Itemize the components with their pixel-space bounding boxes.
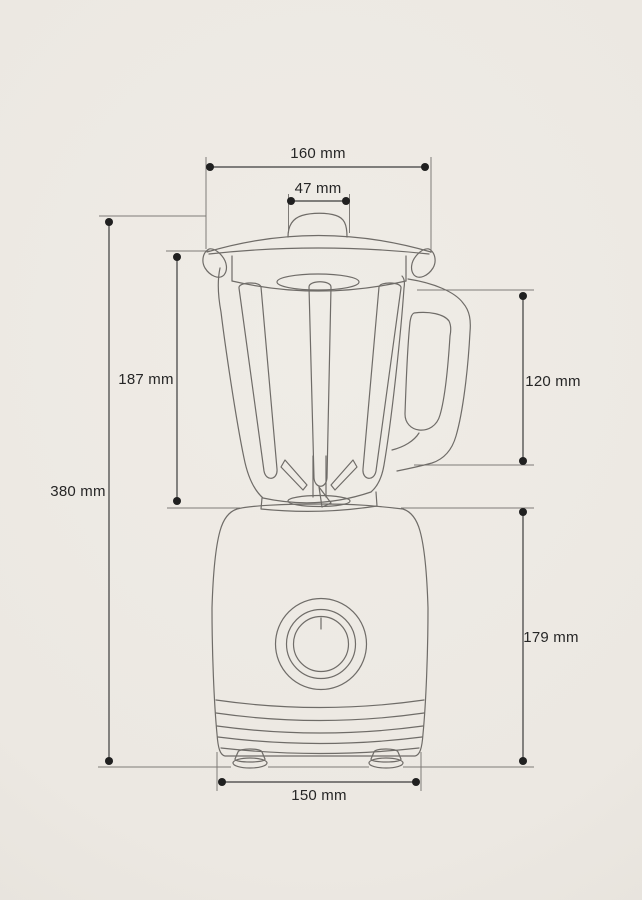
motor-base xyxy=(211,503,429,769)
knob-outer-ring xyxy=(274,597,368,691)
jar-body-outline xyxy=(217,267,405,504)
dimension-total-height xyxy=(105,218,113,765)
jar-rim-lower-arc xyxy=(231,280,407,292)
dimension-base-width xyxy=(218,778,420,786)
jar-rib-center xyxy=(308,281,332,487)
jar-rib-left xyxy=(238,282,278,479)
dim-label-handle-height: 120 mm xyxy=(525,373,580,390)
jar-collar xyxy=(260,491,378,512)
lid-top-arc xyxy=(206,234,432,253)
dim-label-jar-top-width: 160 mm xyxy=(290,145,345,162)
jar-rib-right xyxy=(362,282,402,479)
lid-bottom-arc xyxy=(208,247,430,255)
lid-rim-right-cap xyxy=(410,248,436,278)
lid-rim-left-cap xyxy=(202,248,228,278)
foot-left xyxy=(234,748,266,763)
measuring-cup-cap xyxy=(287,212,348,238)
base-band-4 xyxy=(217,736,423,745)
lid-inner-ring xyxy=(276,273,360,291)
base-band-1 xyxy=(215,699,425,709)
blade-assembly xyxy=(260,455,378,512)
dimension-lines xyxy=(105,163,527,786)
base-feet xyxy=(232,748,404,769)
base-band-3 xyxy=(216,725,424,734)
jar-ribs xyxy=(238,281,402,487)
jar-rim xyxy=(231,255,407,292)
blender-illustration xyxy=(202,212,471,769)
blade-shaft xyxy=(312,455,327,498)
jar-handle xyxy=(391,278,471,472)
foot-left-pad xyxy=(232,757,268,769)
dim-label-lid-cap-width: 47 mm xyxy=(295,180,342,197)
dimension-handle-height xyxy=(519,292,527,465)
blade-hub-ring xyxy=(287,494,351,508)
handle-inner-cutout xyxy=(404,311,452,431)
blade-left xyxy=(280,459,308,491)
speed-knob xyxy=(274,597,368,691)
dim-label-jar-height: 187 mm xyxy=(118,371,173,388)
knob-dial xyxy=(292,615,350,673)
dimension-base-height xyxy=(519,508,527,765)
base-outline xyxy=(211,503,429,757)
dim-label-base-width: 150 mm xyxy=(291,787,346,804)
base-foot-bands xyxy=(215,699,425,755)
base-band-2 xyxy=(215,712,425,722)
dimension-jar-top-width xyxy=(206,163,429,171)
blade-right xyxy=(330,459,358,491)
handle-lower-strut-line xyxy=(391,432,420,451)
extension-lines xyxy=(98,157,534,791)
dimension-lid-cap-width xyxy=(287,197,350,205)
foot-right xyxy=(370,748,402,763)
knob-middle-ring xyxy=(285,608,357,680)
jar-lid xyxy=(202,234,436,278)
dimension-jar-height xyxy=(173,253,181,505)
dim-label-base-height: 179 mm xyxy=(523,629,578,646)
foot-right-pad xyxy=(368,757,404,769)
handle-outer-edge xyxy=(396,278,471,472)
dim-label-total-height: 380 mm xyxy=(50,483,105,500)
dimension-labels: 160 mm 47 mm 187 mm 380 mm 120 mm 179 mm… xyxy=(50,145,580,804)
